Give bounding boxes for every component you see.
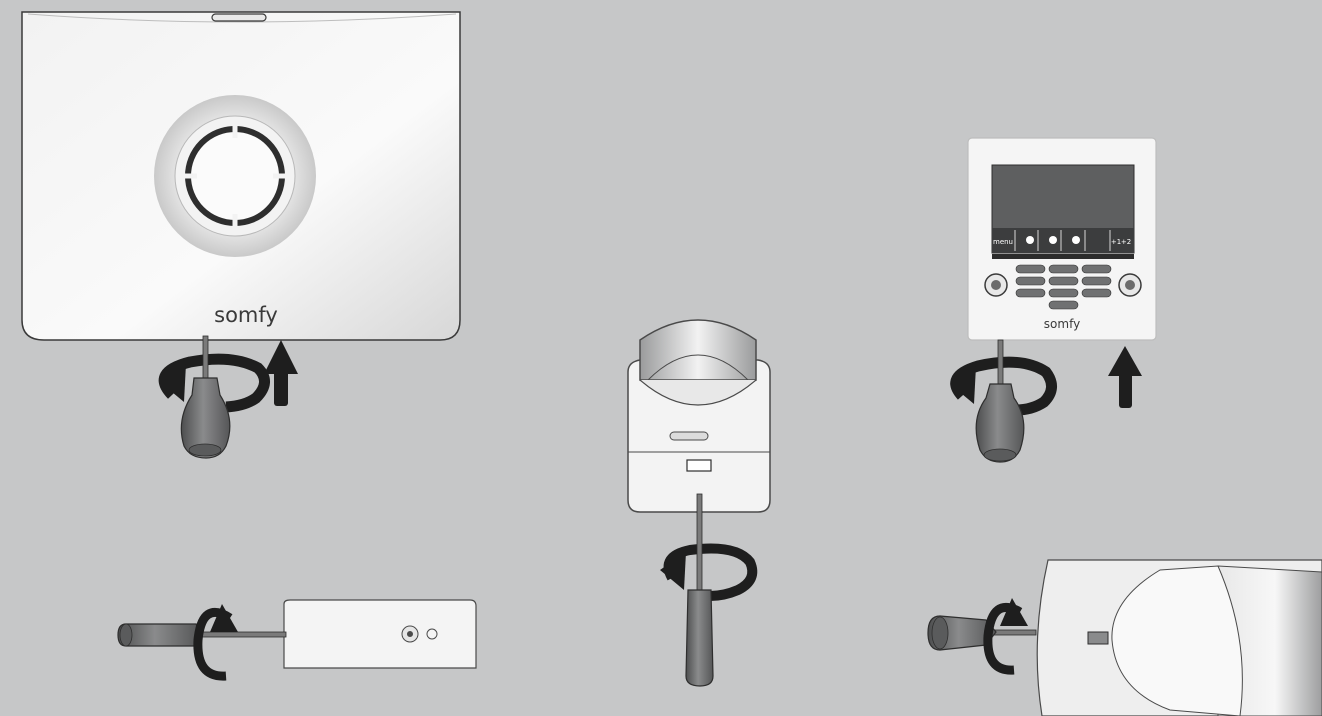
screw-slot bbox=[1088, 632, 1108, 644]
keypad-device: menu +1 +2 somfy bbox=[968, 138, 1156, 340]
rotation-arrow-icon bbox=[198, 604, 238, 676]
somfy-logo: somfy bbox=[1044, 317, 1080, 331]
softkey-label: menu bbox=[993, 238, 1013, 246]
top-slot bbox=[212, 14, 266, 21]
somfy-logo: somfy bbox=[214, 303, 278, 327]
rotation-arrow-icon bbox=[660, 549, 752, 597]
up-arrow-icon bbox=[264, 340, 298, 406]
door-contact bbox=[284, 600, 476, 668]
outdoor-detector bbox=[1037, 560, 1322, 716]
motion-detector bbox=[628, 320, 770, 512]
up-arrow-icon bbox=[1108, 346, 1142, 408]
central-unit: somfy bbox=[22, 12, 460, 340]
screwdriver-icon bbox=[686, 494, 713, 686]
screw-slot bbox=[687, 460, 711, 471]
softkey-label: +2 bbox=[1121, 238, 1131, 246]
softkey-label: +1 bbox=[1111, 238, 1121, 246]
